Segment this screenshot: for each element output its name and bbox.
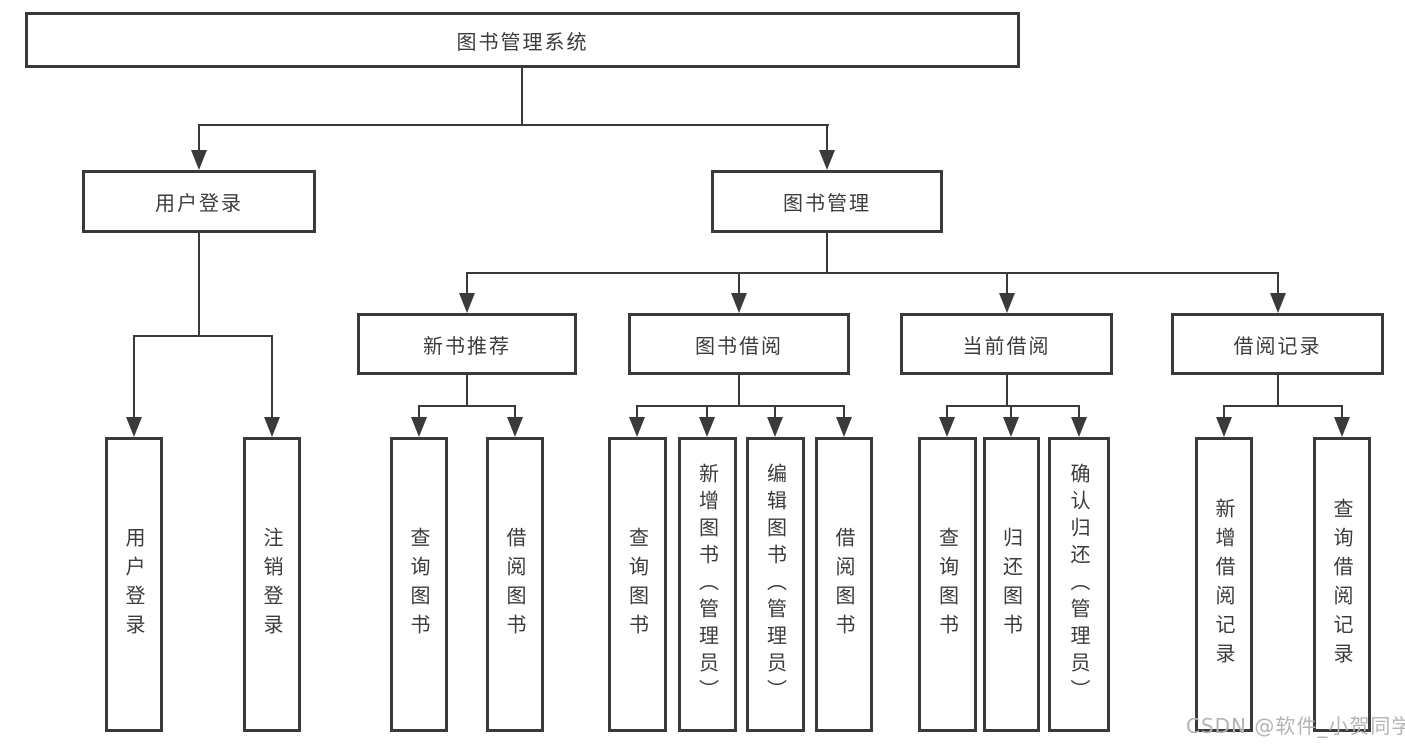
arrow-down-icon <box>1071 417 1087 437</box>
connector-borrow-drop-3 <box>774 405 776 418</box>
connector-userlogin-rail <box>133 335 273 337</box>
leaf-query-books-2: 查询图书 <box>608 437 667 732</box>
leaf-confirm-return-admin: 确认归还（管理员） <box>1048 437 1110 732</box>
connector-records-drop-1 <box>1223 405 1225 418</box>
csdn-watermark: CSDN @软件_小贺同学 <box>1186 714 1405 738</box>
arrow-down-icon <box>507 417 523 437</box>
connector-borrow-drop-2 <box>706 405 708 418</box>
connector-borrow-stem <box>738 375 740 405</box>
arrow-down-icon <box>264 417 280 437</box>
arrow-down-icon <box>999 293 1015 313</box>
connector-userlogin-stem <box>198 233 200 335</box>
leaf-add-borrow-record: 新增借阅记录 <box>1195 437 1253 732</box>
arrow-down-icon <box>1003 417 1019 437</box>
arrow-down-icon <box>731 293 747 313</box>
arrow-down-icon <box>939 417 955 437</box>
connector-borrow-rail <box>636 405 845 407</box>
leaf-borrow-books-1: 借阅图书 <box>486 437 544 732</box>
arrow-down-icon <box>1334 417 1350 437</box>
arrow-down-icon <box>459 293 475 313</box>
connector-records-rail <box>1223 405 1343 407</box>
connector-borrow-drop-1 <box>636 405 638 418</box>
connector-bookmgmt-drop-4 <box>1277 272 1279 293</box>
leaf-query-books-3: 查询图书 <box>918 437 977 732</box>
connector-newbook-rail <box>418 405 516 407</box>
node-book-borrow: 图书借阅 <box>628 313 850 375</box>
connector-records-drop-2 <box>1341 405 1343 418</box>
connector-newbook-stem <box>466 375 468 405</box>
arrow-down-icon <box>836 417 852 437</box>
connector-current-drop-2 <box>1010 405 1012 418</box>
connector-borrow-drop-4 <box>843 405 845 418</box>
leaf-borrow-books-2: 借阅图书 <box>815 437 873 732</box>
connector-newbook-drop-2 <box>514 405 516 418</box>
leaf-add-books-admin: 新增图书（管理员） <box>678 437 737 732</box>
node-new-book-recommend: 新书推荐 <box>357 313 577 375</box>
connector-current-drop-1 <box>946 405 948 418</box>
connector-newbook-drop-1 <box>418 405 420 418</box>
connector-root-drop-left <box>198 124 200 150</box>
connector-root-drop-right <box>826 124 828 150</box>
node-borrow-records: 借阅记录 <box>1171 313 1384 375</box>
connector-root-stem <box>521 68 523 124</box>
leaf-return-books: 归还图书 <box>983 437 1040 732</box>
node-user-login: 用户登录 <box>82 170 316 233</box>
connector-bookmgmt-stem <box>826 233 828 272</box>
arrow-down-icon <box>411 417 427 437</box>
connector-current-stem <box>1006 375 1008 405</box>
leaf-logout: 注销登录 <box>243 437 301 732</box>
connector-bookmgmt-rail <box>466 272 1279 274</box>
connector-bookmgmt-drop-2 <box>738 272 740 293</box>
connector-bookmgmt-drop-1 <box>466 272 468 293</box>
connector-root-rail <box>198 124 829 126</box>
connector-current-rail <box>946 405 1080 407</box>
connector-bookmgmt-drop-3 <box>1006 272 1008 293</box>
leaf-edit-books-admin: 编辑图书（管理员） <box>746 437 805 732</box>
leaf-query-borrow-record: 查询借阅记录 <box>1313 437 1371 732</box>
node-book-management: 图书管理 <box>711 170 943 233</box>
node-root-system: 图书管理系统 <box>25 12 1020 68</box>
arrow-down-icon <box>629 417 645 437</box>
connector-userlogin-drop-2 <box>271 335 273 417</box>
leaf-query-books-1: 查询图书 <box>390 437 448 732</box>
node-current-borrow: 当前借阅 <box>900 313 1113 375</box>
arrow-down-icon <box>767 417 783 437</box>
connector-current-drop-3 <box>1078 405 1080 418</box>
arrow-down-icon <box>191 150 207 170</box>
connector-records-stem <box>1277 375 1279 405</box>
arrow-down-icon <box>819 150 835 170</box>
arrow-down-icon <box>1270 293 1286 313</box>
arrow-down-icon <box>126 417 142 437</box>
leaf-user-login: 用户登录 <box>105 437 163 732</box>
arrow-down-icon <box>699 417 715 437</box>
connector-userlogin-drop-1 <box>133 335 135 417</box>
arrow-down-icon <box>1216 417 1232 437</box>
